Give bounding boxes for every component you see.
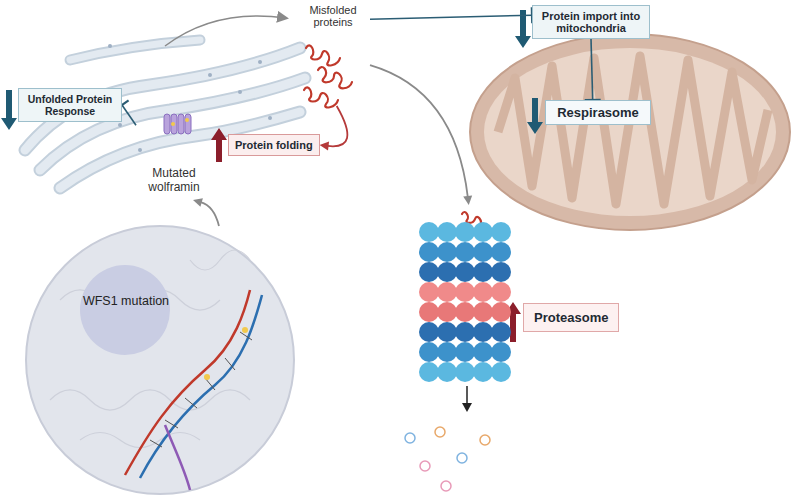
inhibition-connector bbox=[585, 39, 601, 100]
endoplasmic-reticulum bbox=[138, 148, 142, 152]
flow-arrow bbox=[165, 16, 286, 46]
nucleus bbox=[150, 440, 162, 447]
endoplasmic-reticulum bbox=[70, 40, 200, 60]
proteasome-symbol bbox=[419, 242, 511, 262]
node-text: Protein import into mitochondria bbox=[539, 10, 643, 34]
arrowhead bbox=[320, 142, 329, 151]
node-text: Unfolded Protein Response bbox=[25, 93, 115, 117]
node-text: Proteasome bbox=[523, 303, 619, 332]
endoplasmic-reticulum bbox=[238, 90, 242, 94]
mitochondrion bbox=[484, 48, 776, 216]
wolframin-symbol bbox=[171, 114, 177, 134]
node-text: WFS1 mutation bbox=[78, 294, 174, 308]
protein-label: Misfolded proteins bbox=[296, 4, 370, 106]
nucleus bbox=[80, 433, 200, 448]
endoplasmic-reticulum bbox=[70, 40, 200, 60]
connector-line bbox=[370, 15, 532, 19]
peptide bbox=[405, 433, 415, 443]
nucleus bbox=[204, 374, 210, 380]
proteasome-symbol bbox=[419, 222, 511, 412]
nucleus bbox=[242, 327, 248, 333]
proteasome-symbol bbox=[419, 342, 511, 362]
mitochondrion bbox=[470, 34, 790, 230]
peptide bbox=[420, 461, 430, 471]
protein-label: Mutated wolframin bbox=[136, 112, 212, 200]
peptide bbox=[441, 481, 451, 491]
proteasome-symbol bbox=[419, 222, 511, 242]
endoplasmic-reticulum bbox=[108, 44, 112, 48]
connector-line bbox=[201, 202, 219, 226]
proteasome-symbol bbox=[419, 262, 511, 282]
misfolded-protein bbox=[304, 45, 481, 225]
arrowhead bbox=[463, 196, 472, 205]
nucleus bbox=[185, 398, 197, 408]
nucleus bbox=[165, 420, 178, 428]
process-box: Protein folding bbox=[228, 134, 320, 156]
nucleus bbox=[240, 332, 252, 340]
nucleus bbox=[225, 358, 235, 370]
change-arrow bbox=[527, 98, 543, 134]
change-arrow bbox=[1, 90, 17, 130]
change-arrow bbox=[211, 128, 227, 162]
proteasome-symbol bbox=[419, 302, 511, 322]
inhibition-connector bbox=[370, 7, 532, 23]
arrow-connector bbox=[320, 106, 348, 151]
nucleus bbox=[50, 250, 250, 448]
proteasome-symbol bbox=[419, 362, 511, 382]
endoplasmic-reticulum bbox=[25, 40, 305, 188]
misfolded-protein bbox=[306, 45, 340, 65]
wolframin-symbol bbox=[178, 114, 184, 134]
process-box: Respirasome bbox=[545, 100, 651, 125]
nucleus bbox=[165, 425, 190, 490]
endoplasmic-reticulum bbox=[258, 60, 262, 64]
misfolded-protein bbox=[318, 67, 352, 88]
peptide bbox=[405, 427, 490, 491]
proteasome-node: Proteasome bbox=[415, 205, 630, 405]
node-text: Misfolded proteins bbox=[296, 4, 370, 28]
mitochondrion bbox=[498, 56, 768, 204]
nucleus bbox=[26, 226, 294, 494]
nucleus bbox=[125, 290, 250, 475]
proteasome-symbol bbox=[419, 322, 511, 342]
node-text: Mutated wolframin bbox=[136, 112, 212, 194]
endoplasmic-reticulum bbox=[268, 116, 272, 120]
wolframin-symbol bbox=[185, 118, 189, 122]
nucleus-node: WFS1 mutation bbox=[26, 226, 294, 494]
node-text: Respirasome bbox=[552, 105, 644, 120]
node-text: Protein folding bbox=[235, 139, 313, 151]
wolframin-symbol bbox=[185, 114, 191, 134]
connector-line bbox=[122, 105, 136, 125]
mitochondrion bbox=[470, 34, 790, 230]
nucleus bbox=[80, 265, 170, 355]
nucleus bbox=[150, 332, 252, 447]
arrow-connector bbox=[370, 65, 472, 205]
proteasome-symbol bbox=[462, 403, 472, 412]
proteasome-symbol bbox=[419, 282, 511, 302]
process-box: Unfolded Protein Response bbox=[18, 88, 122, 122]
peptide bbox=[435, 427, 445, 437]
wolframin-symbol bbox=[171, 122, 175, 126]
peptide bbox=[457, 453, 467, 463]
arrowhead bbox=[193, 198, 203, 207]
endoplasmic-reticulum bbox=[208, 73, 212, 77]
process-box: Protein import into mitochondria bbox=[532, 5, 650, 39]
arrow-connector bbox=[193, 198, 219, 226]
nucleus bbox=[190, 250, 250, 270]
wolframin-symbol bbox=[164, 114, 170, 134]
wolframin-symbol bbox=[164, 114, 191, 134]
nucleus bbox=[26, 226, 294, 494]
nucleus bbox=[140, 295, 262, 478]
nucleus bbox=[50, 390, 250, 410]
peptide bbox=[480, 435, 490, 445]
connector-line bbox=[370, 65, 468, 197]
connector-line bbox=[328, 106, 348, 146]
connector-line bbox=[591, 39, 593, 100]
misfolded-protein bbox=[304, 87, 338, 107]
endoplasmic-reticulum bbox=[118, 123, 122, 127]
